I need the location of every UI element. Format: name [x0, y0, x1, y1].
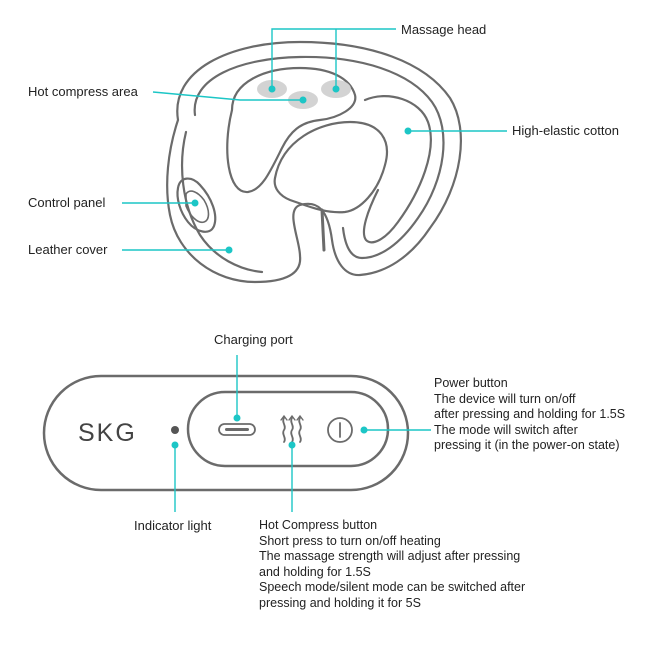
- label-high-elastic-cotton: High-elastic cotton: [512, 123, 619, 138]
- dot-massage-head-left: [268, 85, 276, 93]
- dot-control-panel: [191, 199, 199, 207]
- label-massage-head: Massage head: [401, 22, 487, 37]
- dot-charging-port: [233, 414, 241, 422]
- hot-compress-line: Speech mode/silent mode can be switched …: [259, 580, 526, 594]
- hot-compress-line: and holding for 1.5S: [259, 564, 371, 579]
- pillow-left-lobe: [226, 66, 357, 194]
- power-button-description: Power button The device will turn on/off…: [434, 376, 625, 454]
- label-control-panel: Control panel: [28, 195, 106, 210]
- hot-compress-button-description: Hot Compress button Short press to turn …: [259, 518, 525, 611]
- dot-hot-compress-button: [288, 441, 296, 449]
- neck-pillow-illustration: [122, 28, 507, 284]
- dot-power-button: [360, 426, 368, 434]
- usb-c-port-icon: [218, 423, 256, 436]
- dot-massage-head-right: [332, 85, 340, 93]
- control-panel-illustration: SKG: [42, 355, 431, 512]
- label-indicator-light: Indicator light: [134, 518, 212, 533]
- dot-indicator-light: [171, 441, 179, 449]
- panel-outer-body: [42, 374, 410, 492]
- dot-hot-compress: [299, 96, 307, 104]
- dot-leather-cover: [225, 246, 233, 254]
- power-button-title: Power button: [434, 376, 508, 390]
- label-hot-compress-area: Hot compress area: [28, 84, 138, 99]
- power-button-line: pressing it (in the power-on state): [434, 438, 620, 452]
- heat-waves-icon: [280, 414, 304, 443]
- hot-compress-line: The massage strength will adjust after p…: [259, 549, 521, 563]
- control-panel-housing: [176, 177, 217, 233]
- pillow-outer-outline: [166, 40, 462, 284]
- hot-compress-title: Hot Compress button: [259, 518, 378, 532]
- label-charging-port: Charging port: [214, 332, 293, 347]
- pillow-inner-rim: [193, 55, 445, 260]
- pillow-side-contour: [181, 130, 264, 274]
- panel-inner-pill: [186, 390, 390, 468]
- hot-compress-line: pressing and holding it for 5S: [259, 595, 421, 610]
- dot-high-elastic-cotton: [404, 127, 412, 135]
- power-icon: [327, 417, 353, 443]
- power-button-line: after pressing and holding for 1.5S: [434, 407, 626, 421]
- label-leather-cover: Leather cover: [28, 242, 108, 257]
- power-button-line: The device will turn on/off: [434, 391, 576, 406]
- power-button-line: The mode will switch after: [434, 422, 578, 437]
- indicator-dot: [171, 426, 179, 434]
- pillow-right-lobe: [362, 95, 432, 244]
- hot-compress-line: Short press to turn on/off heating: [259, 533, 441, 548]
- brand-logo: SKG: [78, 419, 137, 447]
- pillow-center-hole: [273, 120, 388, 214]
